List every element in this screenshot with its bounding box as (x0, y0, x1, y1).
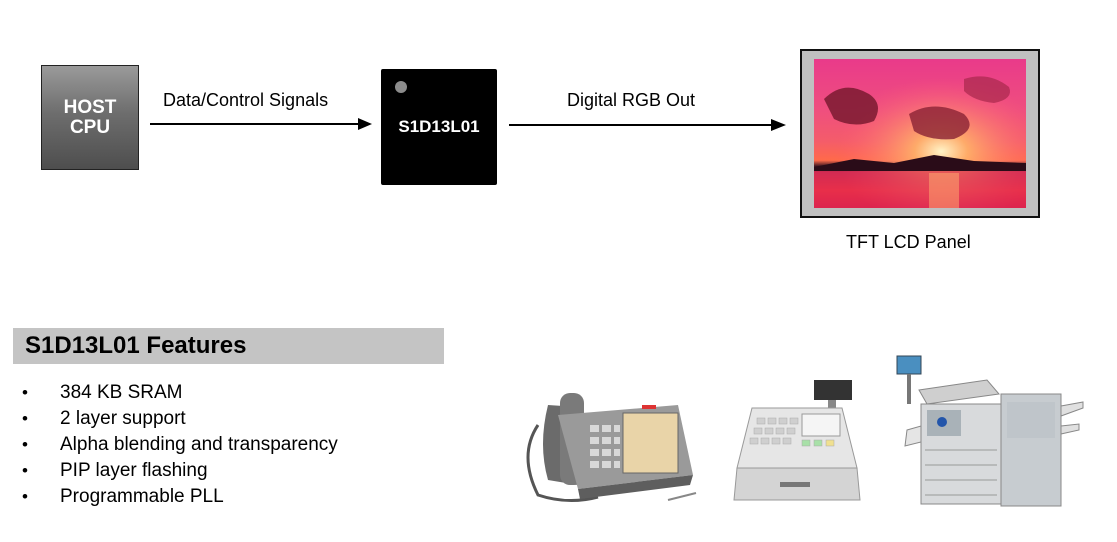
chip-label: S1D13L01 (398, 117, 480, 136)
digital-rgb-arrow (509, 119, 786, 131)
tft-lcd-panel-caption: TFT LCD Panel (846, 232, 971, 252)
sunset-image (814, 59, 1026, 208)
feature-item: •384 KB SRAM (22, 380, 338, 406)
tft-lcd-panel (800, 49, 1040, 218)
feature-item: •2 layer support (22, 406, 338, 432)
data-control-arrow (150, 118, 372, 130)
host-cpu-box: HOST CPU (41, 65, 139, 170)
host-cpu-label: HOST CPU (63, 96, 117, 138)
s1d13l01-chip: S1D13L01 (381, 69, 497, 185)
bullet-icon: • (22, 383, 28, 402)
data-control-signals-label: Data/Control Signals (163, 90, 329, 110)
bullet-icon: • (22, 461, 28, 480)
copier-image (896, 355, 1084, 507)
bullet-icon: • (22, 409, 28, 428)
feature-item: •Programmable PLL (22, 484, 338, 510)
feature-item: •Alpha blending and transparency (22, 432, 338, 458)
features-title: S1D13L01 Features (25, 332, 247, 359)
features-list: •384 KB SRAM •2 layer support •Alpha ble… (22, 380, 338, 510)
cash-register-image (733, 380, 861, 501)
bullet-icon: • (22, 487, 28, 506)
ip-phone-image (526, 393, 697, 502)
bullet-icon: • (22, 435, 28, 454)
feature-item: •PIP layer flashing (22, 458, 338, 484)
chip-pin1-marker (395, 81, 407, 93)
digital-rgb-out-label: Digital RGB Out (567, 90, 696, 110)
features-header: S1D13L01 Features (13, 328, 444, 364)
